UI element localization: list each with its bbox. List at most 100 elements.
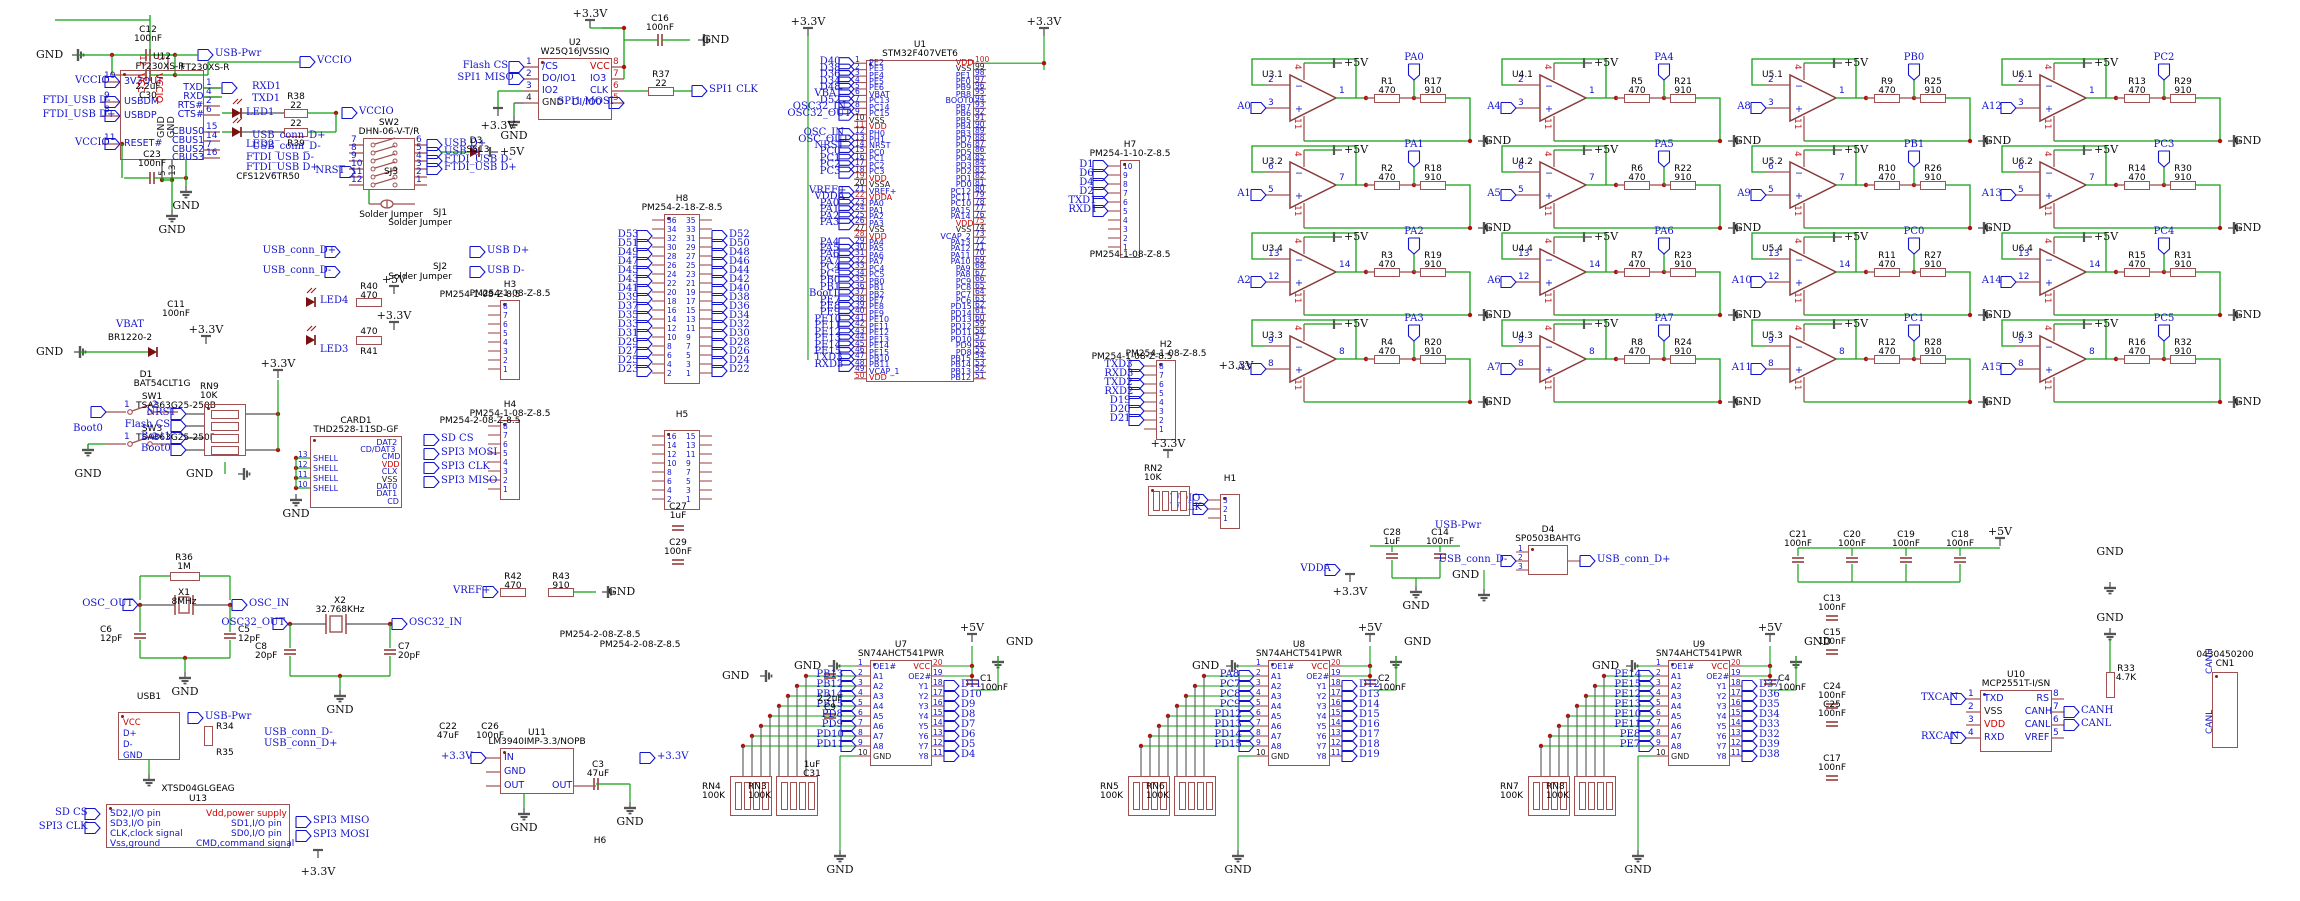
net-flag-label: D48 bbox=[819, 81, 841, 93]
resistor-symbol bbox=[204, 726, 213, 746]
resistor-symbol bbox=[1171, 491, 1178, 511]
u1-pinnum-1: 1 bbox=[855, 55, 860, 65]
ref-x1: X1 bbox=[178, 588, 190, 598]
net-flag-label: D35 bbox=[617, 310, 639, 321]
opamp-pinnum-out: 14 bbox=[1839, 260, 1851, 270]
pinnum-14: 14 bbox=[1331, 718, 1341, 727]
pin-U9-Y1: Y1 bbox=[1716, 681, 1727, 691]
opamp-inv-U3.2: − bbox=[1295, 168, 1303, 179]
opamp-pinnum-vminus: 11 bbox=[2042, 205, 2052, 217]
u1-pin-PA4-29: PA4 bbox=[869, 238, 884, 248]
opamp-ref-U3.1: U3.1 bbox=[1262, 70, 1283, 80]
net-flag-label: PD9 bbox=[821, 719, 843, 730]
u1-pin-PD7-88: PD7 bbox=[955, 135, 972, 144]
resistor-symbol bbox=[808, 782, 815, 810]
res-val-R31: 910 bbox=[2174, 260, 2192, 270]
ref-c3: C3 bbox=[591, 760, 604, 770]
net-flag-label: FTDI_USB D+ bbox=[42, 109, 116, 120]
val-C19: 100nF bbox=[1891, 539, 1921, 549]
res-val-R23: 910 bbox=[1674, 260, 1692, 270]
hdr-pin: 25 bbox=[686, 260, 696, 270]
resistor-symbol bbox=[1874, 94, 1900, 103]
ref-r36: R36 bbox=[175, 553, 193, 563]
pin-U8-Y8: Y8 bbox=[1316, 751, 1327, 761]
u1-pin-VDD-100: VDD bbox=[955, 57, 974, 67]
pinnum-5: 5 bbox=[1256, 698, 1261, 707]
u1-pinnum-10: 10 bbox=[855, 113, 865, 123]
net-flag-label: D44 bbox=[729, 265, 750, 276]
rail-label-5v: +5V bbox=[1594, 143, 1619, 156]
pin-name-RESET#: RESET# bbox=[124, 138, 163, 149]
res-val-R1: 470 bbox=[1378, 86, 1396, 96]
hdr-pin: 7 bbox=[1123, 188, 1128, 198]
hdr-pin: 19 bbox=[686, 287, 696, 297]
u1-pinnum-51: 51 bbox=[975, 370, 985, 380]
opamp-pinnum-8: 8 bbox=[2018, 359, 2024, 369]
u1-pinnum-13: 13 bbox=[855, 132, 865, 142]
opamp-pinnum-vplus: 4 bbox=[1542, 238, 1552, 244]
opamp-noninv-U3.2: + bbox=[1295, 191, 1303, 202]
u1-pinnum-82: 82 bbox=[975, 171, 985, 181]
hdr-pin: 4 bbox=[667, 485, 672, 495]
u1-pin-PB2-37: PB2 bbox=[869, 289, 885, 299]
net-flag-label: OSC_IN bbox=[249, 598, 290, 609]
pin-u10-TXD: TXD bbox=[1984, 693, 2004, 704]
val-C18: 100nF bbox=[1945, 539, 1975, 549]
pin-card1-CLX: CLX bbox=[381, 467, 398, 477]
resistor-symbol bbox=[1197, 782, 1204, 810]
u1-pinnum-70: 70 bbox=[975, 248, 985, 258]
value-u10: MCP2551T-I/SN bbox=[1981, 679, 2051, 689]
u1-pinnum-57: 57 bbox=[975, 332, 985, 342]
label-led1: LED1 bbox=[246, 107, 275, 118]
hdr-pin: 7 bbox=[503, 430, 508, 440]
net-flag-label: PE15 bbox=[814, 346, 842, 358]
pinnum-15: 15 bbox=[1331, 708, 1341, 717]
pin-IO2: IO2 bbox=[542, 85, 559, 96]
hdr-pin: 8 bbox=[1123, 179, 1128, 189]
ref-c29: C29 bbox=[669, 538, 687, 548]
label-led4: LED4 bbox=[320, 295, 349, 306]
ref-c6: C6 bbox=[100, 625, 113, 635]
hdr-pin: 26 bbox=[667, 260, 677, 270]
u1-pin-PB11-48: PB11 bbox=[869, 360, 890, 370]
pin-U7-Y1: Y1 bbox=[918, 681, 929, 691]
u1-pinnum-100: 100 bbox=[975, 55, 990, 65]
pin-u10-VDD: VDD bbox=[1984, 719, 2006, 730]
net-flag-label: A15 bbox=[1981, 362, 2002, 373]
opamp-noninv-U5.1: + bbox=[1795, 104, 1803, 115]
hdr-pin: 15 bbox=[686, 431, 696, 441]
val-c3: 47uF bbox=[586, 769, 610, 779]
opamp-pinnum-vplus: 4 bbox=[1292, 151, 1302, 157]
resistor-symbol bbox=[1670, 268, 1696, 277]
resistor-symbol bbox=[1874, 181, 1900, 190]
u1-pinnum-22: 22 bbox=[855, 190, 865, 200]
ref-C24: C24 bbox=[1823, 682, 1841, 692]
v33-label: +3.3V bbox=[1332, 585, 1368, 598]
opamp-pinnum-12: 12 bbox=[2018, 272, 2030, 282]
opamp-ref-U5.3: U5.3 bbox=[1762, 331, 1783, 341]
net-flag-label: A9 bbox=[1737, 188, 1751, 199]
net-flag-label: PB0 bbox=[1903, 52, 1925, 63]
opamp-pinnum-vplus: 4 bbox=[2042, 64, 2052, 70]
pinnum-8: 8 bbox=[2053, 689, 2059, 699]
pinnum-7: 7 bbox=[2053, 702, 2059, 712]
opamp-pinnum-vplus: 4 bbox=[2042, 238, 2052, 244]
net-flag-label: PA3 bbox=[1404, 313, 1424, 324]
hdr-pin: 8 bbox=[503, 421, 508, 431]
opamp-pinnum-13: 13 bbox=[1268, 249, 1280, 259]
u1-pin-PB8-95: PB8 bbox=[955, 89, 972, 99]
switch-sw2[interactable] bbox=[363, 138, 415, 190]
net-flag-label: PD14 bbox=[1214, 729, 1242, 740]
pinnum-4: 4 bbox=[858, 688, 863, 697]
net-flag-label: A14 bbox=[1981, 275, 2002, 286]
pinnum-3: 3 bbox=[1968, 715, 1974, 725]
u1-pinnum-36: 36 bbox=[855, 280, 865, 290]
ref-c8: C8 bbox=[255, 642, 268, 652]
gnd-label: GND bbox=[1804, 635, 1832, 648]
val-c5: 12pF bbox=[238, 634, 261, 644]
pin-num-6: 6 bbox=[206, 105, 212, 115]
net-flag-label: A12 bbox=[1981, 101, 2002, 112]
net-flag-label: Boot1 bbox=[141, 431, 171, 442]
value-u12: FT230XS-R bbox=[135, 62, 185, 72]
